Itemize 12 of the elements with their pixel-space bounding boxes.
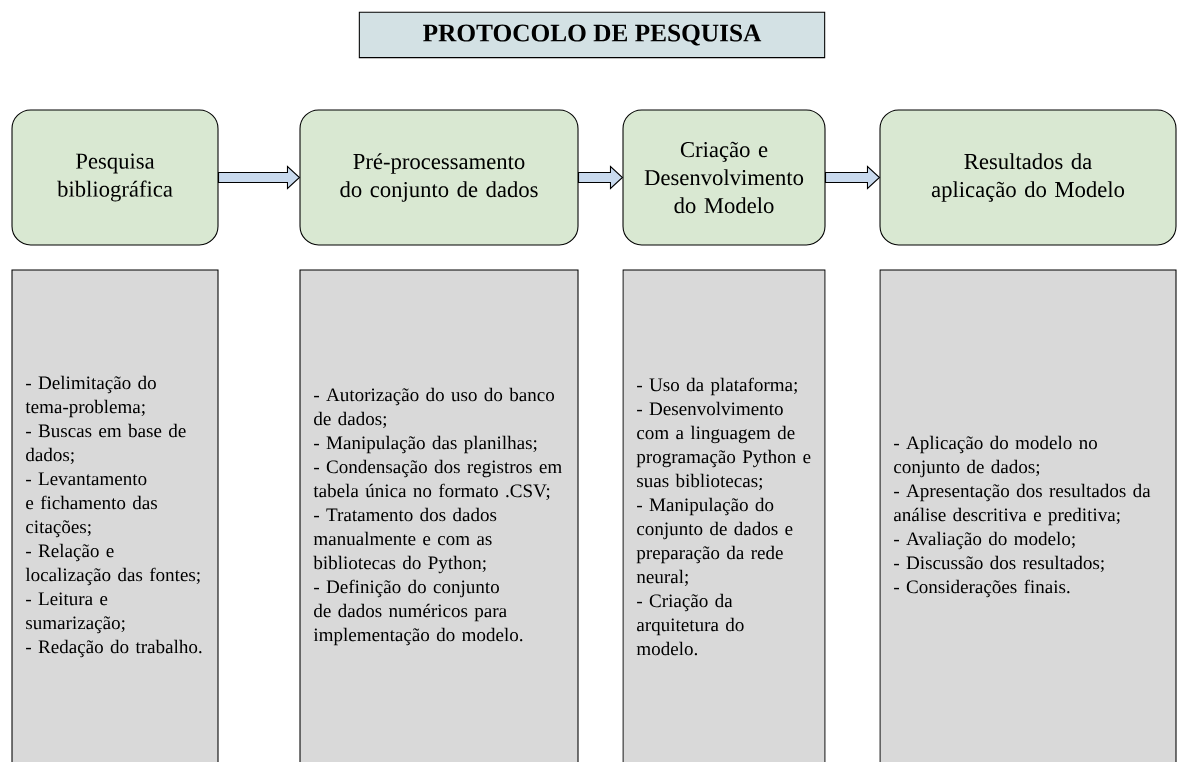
block-arrow: [825, 165, 881, 190]
activity-list-box: - Autorização do uso do banco de dados; - Manipulação das planilhas; - Condensação dos registros em tabela única no formato .CSV; - Tratamento dos dados manualmente e com as bibliotecas do Python; - Definição do conjunto de dados numéricos para implementação do modelo.: [299, 269, 579, 762]
activity-list-box: - Delimitação do tema-problema; - Buscas em base de dados; - Levantamento e fichamento das citações; - Relação e localização das fontes; - Leitura e sumarização; - Redação do trabalho.: [11, 269, 219, 762]
activity-list-box: - Aplicação do modelo no conjunto de dados; - Apresentação dos resultados da análise descritiva e preditiva; - Avaliação do modelo; - Discussão dos resultados; - Considerações finais.: [879, 269, 1177, 762]
step-box: Resultados da aplicação do Modelo: [879, 109, 1177, 246]
step-box: Pesquisa bibliográfica: [11, 109, 219, 246]
block-arrow: [578, 165, 624, 190]
step-box: Criação e Desenvolvimento do Modelo: [622, 109, 826, 246]
step-box: Pré-processamento do conjunto de dados: [299, 109, 579, 246]
title-box: PROTOCOLO DE PESQUISA: [358, 11, 826, 59]
activity-list-box: - Uso da plataforma; - Desenvolvimento com a linguagem de programação Python e suas bibliotecas; - Manipulação do conjunto de dados e preparação da rede neural; - Criação da arquitetura do modelo.: [622, 269, 826, 762]
block-arrow: [218, 165, 301, 190]
